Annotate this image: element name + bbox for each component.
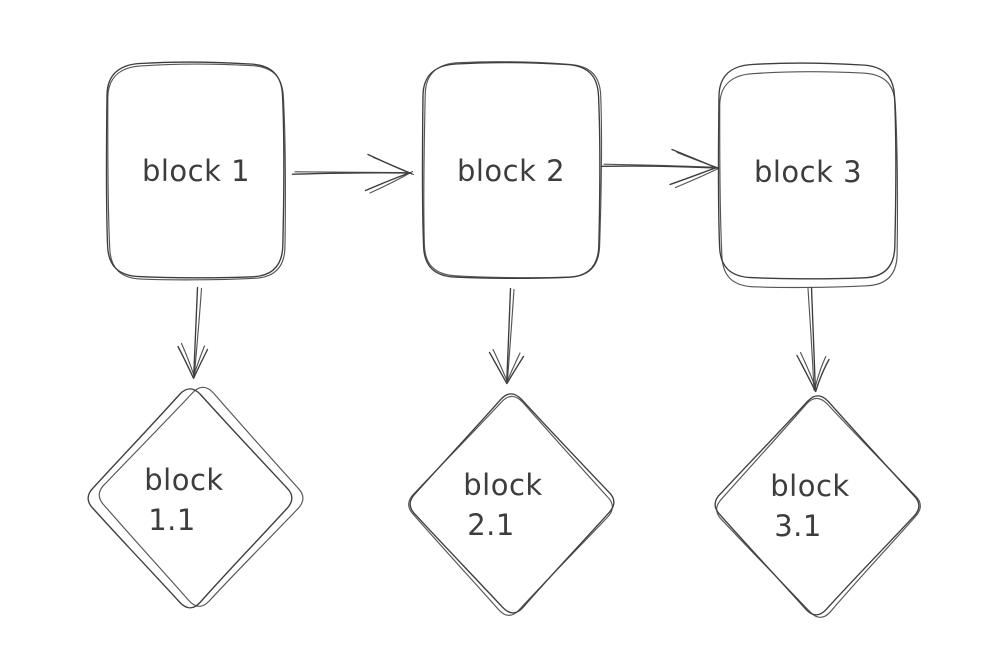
node-block-3-1-label-line1: block: [770, 469, 849, 503]
node-block-2-1[interactable]: block 2.1: [406, 392, 616, 618]
node-block-1-1-label-line2: 1.1: [148, 503, 196, 537]
node-block-2-1-label-line1: block: [463, 468, 542, 502]
node-block-3-label: block 3: [754, 155, 862, 189]
arrow-block-1-to-block-1-1[interactable]: [177, 286, 209, 379]
node-block-2[interactable]: block 2: [421, 60, 603, 280]
arrow-block-1-to-block-2[interactable]: [291, 153, 415, 194]
arrow-block-2-to-block-3[interactable]: [600, 148, 720, 189]
node-block-3-1[interactable]: block 3.1: [713, 394, 923, 620]
node-block-1-1[interactable]: block 1.1: [87, 384, 306, 609]
arrow-block-3-to-block-3-1[interactable]: [796, 286, 830, 393]
node-block-1[interactable]: block 1: [105, 61, 287, 282]
node-block-2-1-label-line2: 2.1: [467, 508, 515, 542]
node-block-1-label: block 1: [142, 154, 250, 188]
node-block-1-1-label-line1: block: [144, 463, 223, 497]
node-block-2-label: block 2: [457, 154, 565, 188]
arrow-block-2-to-block-2-1[interactable]: [488, 287, 525, 385]
node-block-3[interactable]: block 3: [717, 62, 900, 289]
node-block-3-1-label-line2: 3.1: [774, 509, 822, 543]
